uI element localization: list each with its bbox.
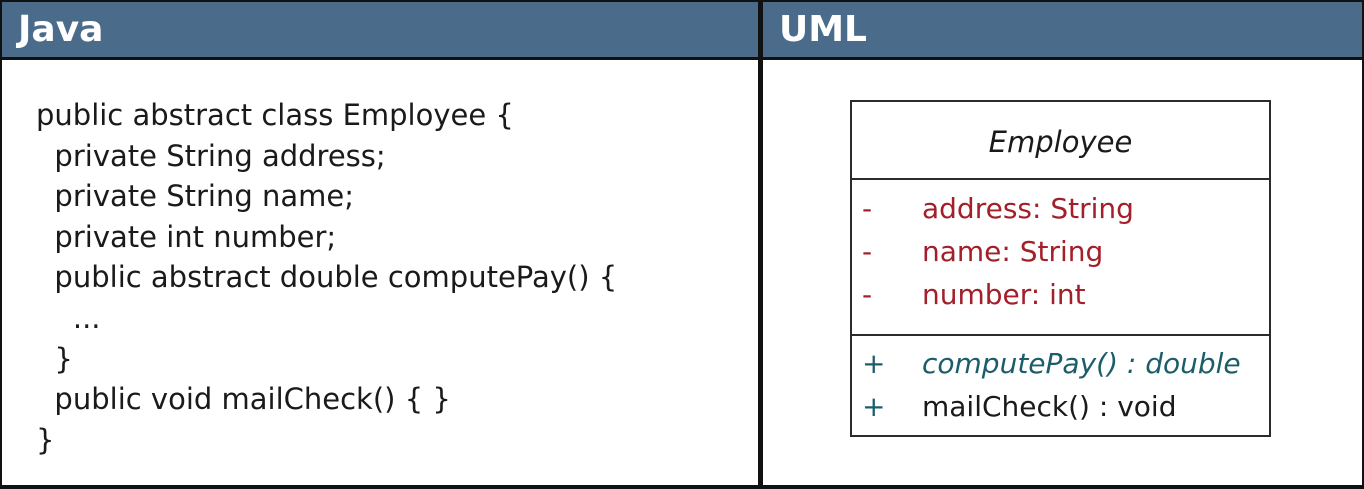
uml-attributes-compartment: - address: String - name: String - numbe… bbox=[852, 180, 1269, 336]
code-line: private int number; bbox=[36, 219, 337, 254]
code-line: public void mailCheck() { } bbox=[36, 382, 451, 417]
uml-operation: + mailCheck() : void bbox=[852, 385, 1269, 428]
uml-attribute: - name: String bbox=[852, 230, 1269, 273]
code-line: public abstract double computePay() { bbox=[36, 260, 618, 295]
code-line: ... bbox=[36, 300, 101, 335]
visibility-private: - bbox=[862, 235, 873, 268]
java-code-block: public abstract class Employee { private… bbox=[36, 95, 617, 460]
visibility-public: + bbox=[862, 347, 886, 380]
uml-panel: UML Employee - address: String - name: S… bbox=[763, 2, 1362, 485]
visibility-public: + bbox=[862, 390, 886, 423]
uml-attribute: - number: int bbox=[852, 273, 1269, 316]
java-header: Java bbox=[2, 2, 758, 60]
attribute-text: number: int bbox=[922, 278, 1086, 311]
attribute-text: address: String bbox=[922, 192, 1134, 225]
uml-attribute: - address: String bbox=[852, 187, 1269, 230]
uml-header: UML bbox=[763, 2, 1362, 60]
uml-operations-compartment: + computePay() : double + mailCheck() : … bbox=[852, 336, 1269, 428]
code-line: } bbox=[36, 341, 73, 376]
code-line: private String name; bbox=[36, 179, 354, 214]
code-line: private String address; bbox=[36, 138, 386, 173]
operation-text: mailCheck() : void bbox=[922, 390, 1177, 423]
uml-class-box: Employee - address: String - name: Strin… bbox=[850, 100, 1271, 437]
uml-class-name: Employee bbox=[852, 102, 1269, 180]
visibility-private: - bbox=[862, 192, 873, 225]
java-panel: Java public abstract class Employee { pr… bbox=[2, 2, 758, 485]
uml-operation-abstract: + computePay() : double bbox=[852, 342, 1269, 385]
operation-text: computePay() : double bbox=[922, 347, 1241, 380]
attribute-text: name: String bbox=[922, 235, 1104, 268]
code-line: } bbox=[36, 422, 55, 457]
visibility-private: - bbox=[862, 278, 873, 311]
code-line: public abstract class Employee { bbox=[36, 98, 514, 132]
